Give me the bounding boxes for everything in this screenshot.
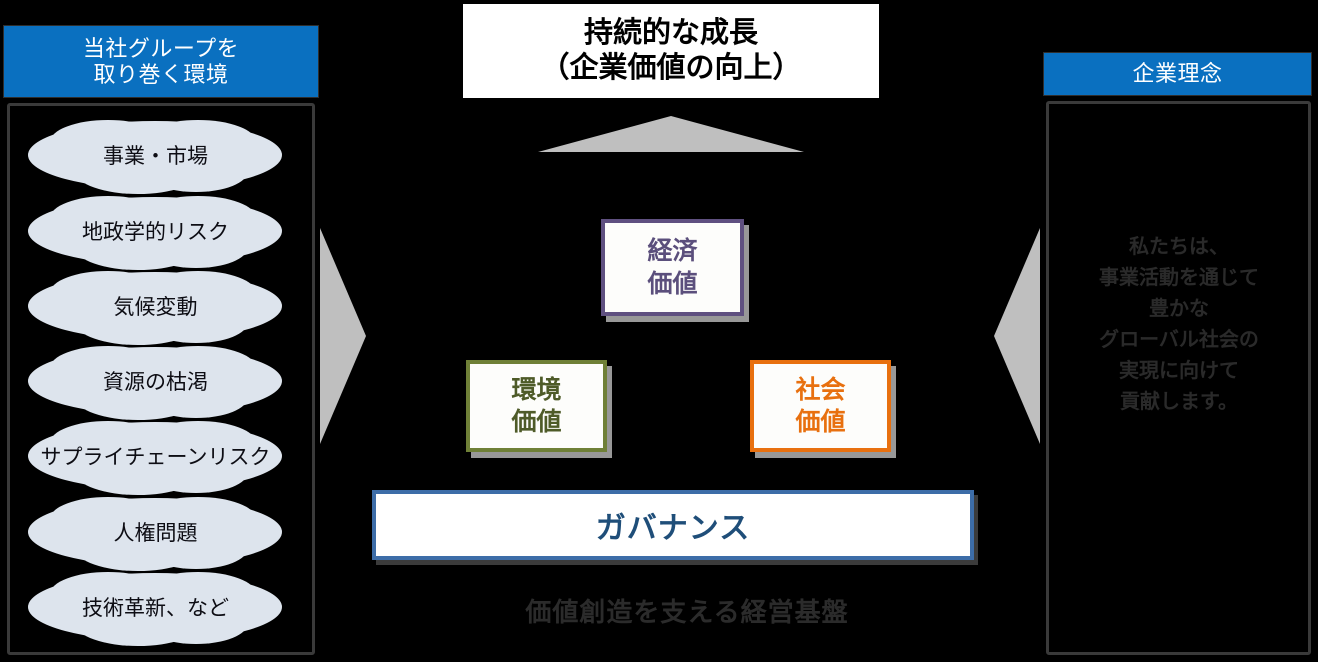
left-item-label-5: サプライチェーンリスク: [40, 446, 271, 469]
philosophy-line-3: 豊かな: [1149, 298, 1209, 320]
left-item-cloud-2[interactable]: 地政学的リスク: [28, 190, 283, 272]
cloud-shape-icon: [28, 120, 282, 194]
cloud-shape-icon: [28, 421, 282, 495]
environment-value-line1: 環境: [511, 375, 562, 404]
center-title-line1: 持続的な成長: [583, 16, 758, 49]
governance-box[interactable]: ガバナンス: [372, 490, 974, 560]
left-item-cloud-7[interactable]: 技術革新、など: [28, 566, 283, 648]
left-panel-header-line2: 取り巻く環境: [93, 61, 229, 87]
left-item-cloud-6[interactable]: 人権問題: [28, 491, 283, 573]
left-item-label-2: 地政学的リスク: [82, 221, 229, 244]
left-item-cloud-5[interactable]: サプライチェーンリスク: [28, 415, 283, 497]
corporate-philosophy-text: 私たちは、 事業活動を通じて 豊かな グローバル社会の 実現に向けて 貢献します…: [1056, 232, 1302, 462]
environment-value-line2: 価値: [511, 408, 562, 436]
right-panel-header-label: 企業理念: [1132, 61, 1223, 87]
social-value-box[interactable]: 社会 価値: [750, 360, 891, 452]
right-triangle-arrow-icon: [320, 228, 366, 444]
philosophy-line-1: 私たちは、: [1129, 236, 1229, 258]
social-value-line1: 社会: [795, 375, 846, 404]
economic-value-line1: 経済: [647, 237, 698, 265]
economic-value-box[interactable]: 経済 価値: [601, 219, 744, 316]
right-to-center-arrow: [994, 222, 1042, 450]
left-triangle-arrow-icon: [994, 228, 1040, 444]
social-value-line2: 価値: [795, 408, 846, 436]
environment-value-box[interactable]: 環境 価値: [466, 360, 607, 452]
left-item-label-7: 技術革新、など: [82, 597, 229, 620]
left-to-center-arrow: [318, 222, 366, 450]
left-item-label-6: 人権問題: [113, 522, 198, 545]
foundation-caption: 価値創造を支える経営基盤: [452, 590, 922, 630]
left-item-cloud-4[interactable]: 資源の枯渇: [28, 340, 283, 422]
left-panel-header: 当社グループを 取り巻く環境: [3, 25, 319, 98]
cloud-shape-icon: [28, 497, 282, 571]
left-item-label-1: 事業・市場: [103, 145, 208, 168]
up-triangle-arrow-icon: [538, 116, 804, 152]
left-item-label-3: 気候変動: [113, 296, 198, 319]
philosophy-line-6: 貢献します。: [1120, 391, 1238, 413]
governance-label: ガバナンス: [595, 512, 751, 545]
right-panel-body: [1046, 101, 1311, 655]
center-title-line2: （企業価値の向上）: [540, 52, 802, 84]
philosophy-line-4: グローバル社会の: [1099, 329, 1259, 351]
left-item-cloud-1[interactable]: 事業・市場: [28, 114, 283, 196]
cloud-shape-icon: [28, 572, 282, 646]
left-panel-header-line1: 当社グループを: [82, 35, 240, 61]
left-item-cloud-3[interactable]: 気候変動: [28, 265, 283, 347]
philosophy-line-5: 実現に向けて: [1119, 360, 1239, 382]
philosophy-line-2: 事業活動を通じて: [1099, 267, 1259, 289]
cloud-shape-icon: [28, 271, 282, 345]
right-panel-header: 企業理念: [1043, 52, 1312, 96]
foundation-caption-text: 価値創造を支える経営基盤: [525, 596, 849, 627]
cloud-shape-icon: [28, 196, 282, 270]
center-title-box: 持続的な成長 （企業価値の向上）: [463, 4, 879, 98]
economic-value-line2: 価値: [647, 269, 698, 298]
left-item-label-4: 資源の枯渇: [103, 371, 208, 394]
cloud-shape-icon: [28, 346, 282, 420]
growth-up-arrow: [538, 116, 804, 154]
